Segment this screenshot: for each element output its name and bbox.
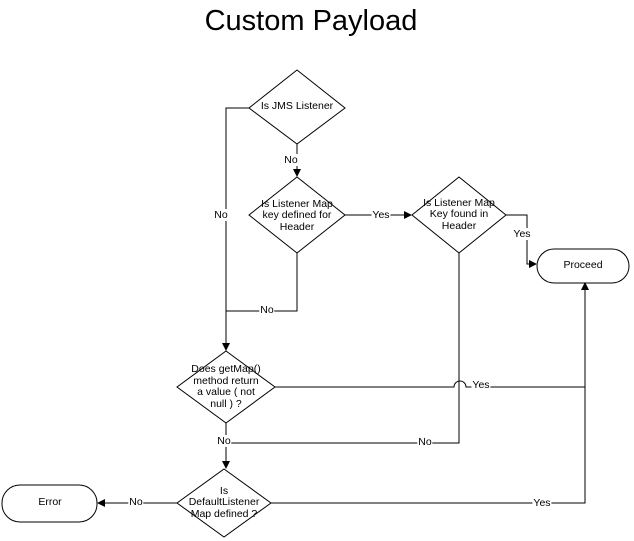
decision-shape-is-jms-listener xyxy=(248,69,346,145)
arrowhead-into-getmap xyxy=(222,343,230,351)
edge-label-yes-getmap: Yes xyxy=(471,379,491,391)
connector-default-yes xyxy=(271,289,586,504)
terminator-label-error: Error xyxy=(38,496,62,509)
arrowhead-into-key-found xyxy=(404,211,412,219)
connector-getmap-yes xyxy=(275,380,585,388)
decision-shape-key-found xyxy=(411,176,507,254)
terminator-label-proceed: Proceed xyxy=(563,259,603,272)
decision-label-is-jms-listener: Is JMS Listener xyxy=(260,100,334,113)
arrowhead-into-proceed-bottom xyxy=(581,282,589,290)
edge-label-yes-keydefined: Yes xyxy=(371,209,391,221)
edge-label-no-default: No xyxy=(128,496,144,508)
decision-shape-getmap xyxy=(176,350,276,424)
decision-shape-default-listener xyxy=(176,468,272,538)
connector-keyfound-no xyxy=(226,253,460,444)
arrowhead-into-proceed-left xyxy=(529,260,537,268)
decision-label-key-found: Is Listener Map Key found in Header xyxy=(423,196,495,232)
arrowhead-into-error xyxy=(97,499,105,507)
edge-label-yes-keyfound: Yes xyxy=(512,228,532,240)
arrowhead-into-default-listener xyxy=(222,461,230,469)
diagram-title: Custom Payload xyxy=(204,5,418,37)
edge-label-yes-default: Yes xyxy=(532,497,552,509)
decision-label-default-listener: Is DefaultListener Map defined ? xyxy=(188,484,260,520)
terminator-shape-error xyxy=(1,484,98,523)
edge-label-no-keydefined: No xyxy=(259,304,275,316)
connector-jms-left-branch xyxy=(225,107,249,344)
edge-label-no-jms-left: No xyxy=(213,209,229,221)
edge-label-no-keyfound: No xyxy=(417,436,433,448)
decision-label-getmap: Does getMap() method return a value ( no… xyxy=(191,363,261,410)
edge-label-no-getmap: No xyxy=(216,435,232,447)
connector-keydefined-no xyxy=(226,253,298,312)
decision-label-key-defined: Is Listener Map key defined for Header xyxy=(261,197,333,233)
terminator-shape-proceed xyxy=(536,248,630,284)
arrowhead-into-key-defined xyxy=(293,169,301,177)
edge-label-no-jms-down: No xyxy=(283,154,299,166)
decision-shape-key-defined xyxy=(248,176,346,254)
